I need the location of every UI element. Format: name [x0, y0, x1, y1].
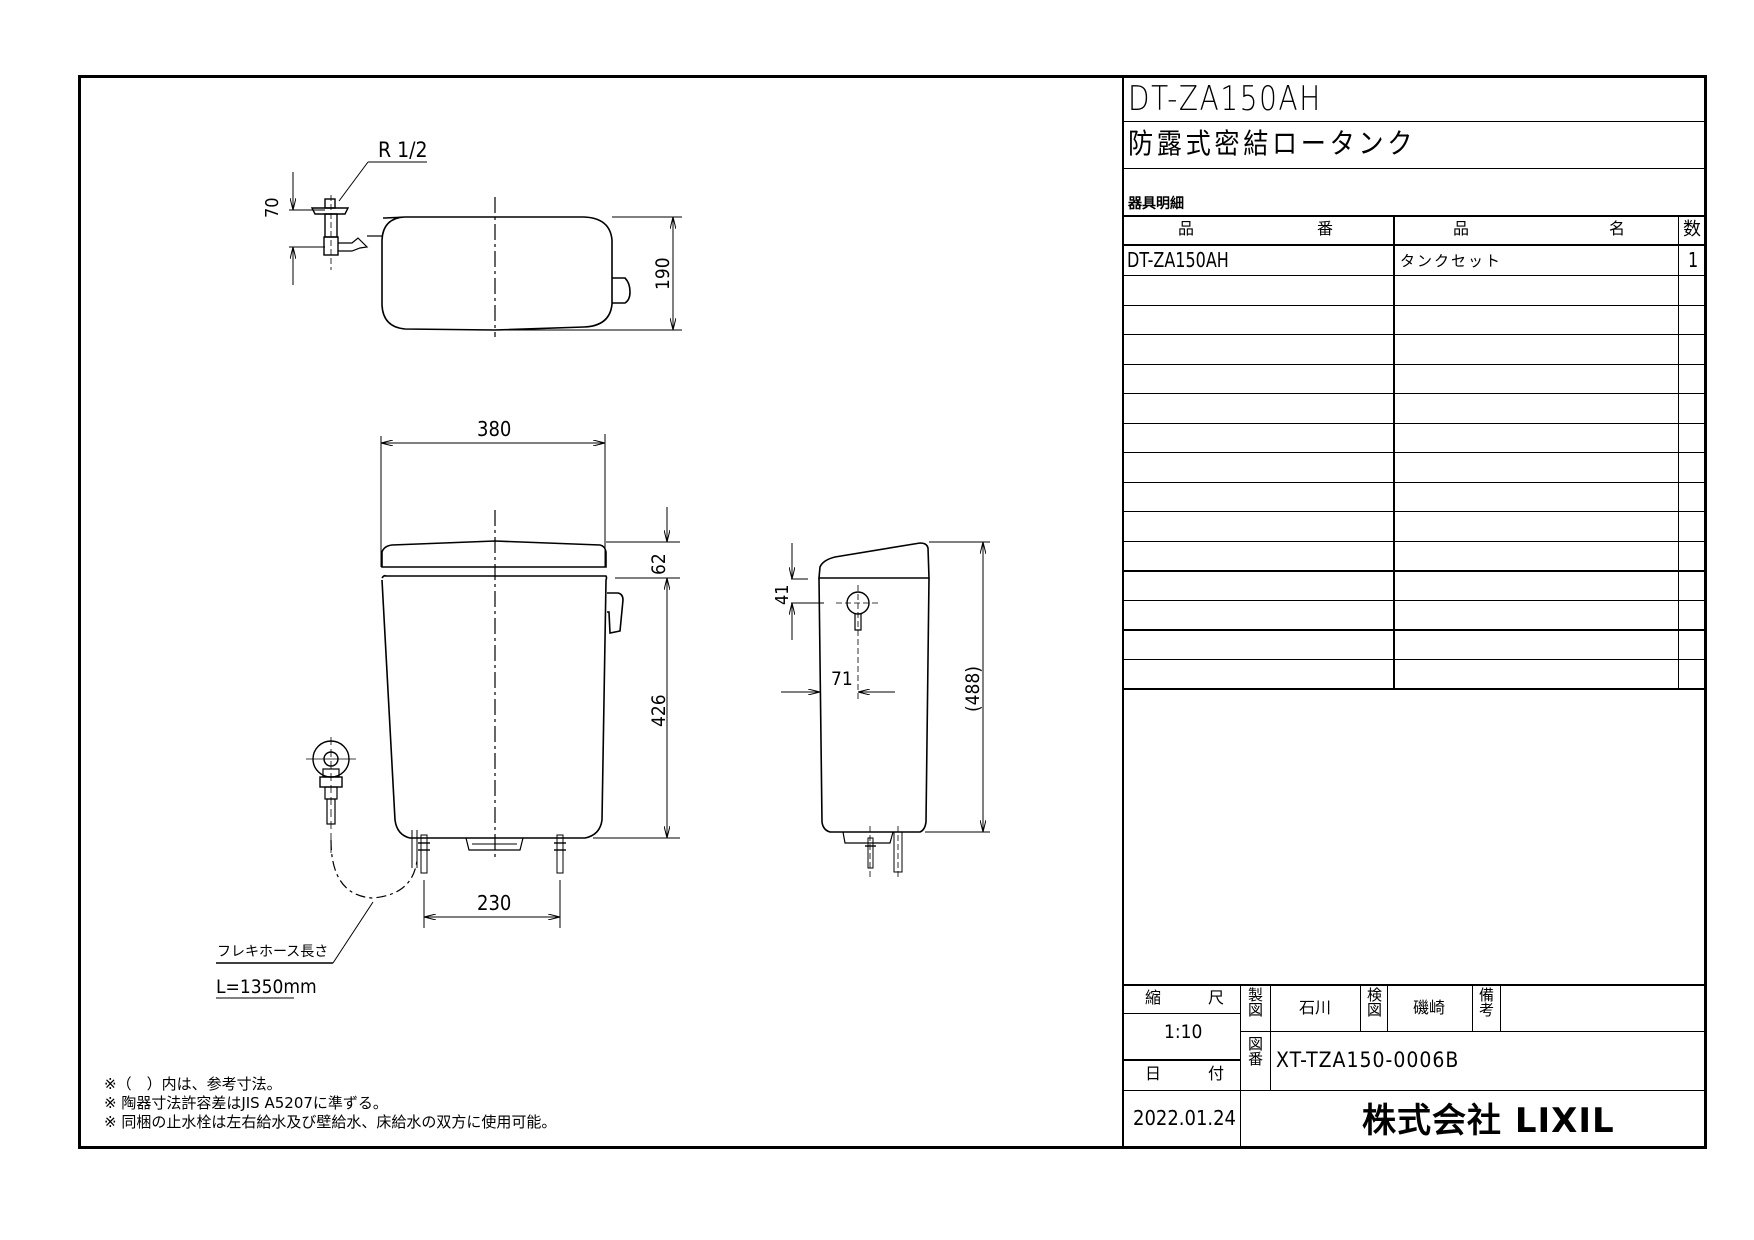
thread-size-label: R 1/2	[378, 138, 428, 162]
scale-label-2: 尺	[1208, 988, 1225, 1007]
row-qty: 1	[1688, 248, 1699, 272]
dim-lever-vertical: 41	[772, 584, 793, 605]
row-part-name: タンクセット	[1400, 252, 1503, 270]
drawing-frame	[78, 75, 1707, 1149]
drafted-label: 製図	[1246, 987, 1264, 1017]
dim-tank-depth: 190	[652, 257, 674, 290]
front-view	[216, 434, 680, 999]
top-view	[289, 161, 682, 337]
drafted-by: 石川	[1299, 998, 1332, 1017]
header-part-name-1: 品	[1453, 219, 1470, 238]
date-label-1: 日	[1145, 1064, 1162, 1083]
dim-lever-horizontal: 71	[831, 668, 853, 690]
note-tolerance: ※ 陶器寸法許容差はJIS A5207に準ずる。	[104, 1094, 388, 1112]
note-stop-valve: ※ 同梱の止水栓は左右給水及び壁給水、床給水の双方に使用可能。	[104, 1113, 557, 1131]
dim-bolt-spacing: 230	[477, 891, 512, 915]
date-value: 2022.01.24	[1133, 1106, 1236, 1130]
row-part-no: DT-ZA150AH	[1127, 248, 1229, 272]
header-part-no-2: 番	[1317, 219, 1334, 238]
scale-value: 1:10	[1164, 1021, 1203, 1043]
hose-length-label: フレキホース長さ	[217, 944, 329, 960]
scale-label-1: 縮	[1145, 988, 1162, 1007]
header-part-name-2: 名	[1609, 219, 1626, 238]
hose-length-value: L=1350mm	[216, 976, 317, 998]
dim-tank-width: 380	[477, 417, 512, 441]
product-name: 防露式密結ロータンク	[1128, 127, 1417, 160]
dim-body-height: 426	[648, 694, 670, 727]
header-part-no-1: 品	[1178, 219, 1195, 238]
remarks-label: 備考	[1477, 987, 1495, 1017]
parts-list-label: 器具明細	[1128, 196, 1184, 212]
date-label-2: 付	[1208, 1064, 1225, 1083]
drawing-number-label: 図番	[1246, 1036, 1264, 1066]
drawing-number: XT-TZA150-0006B	[1276, 1048, 1460, 1072]
dim-total-height: (488)	[962, 666, 984, 712]
checked-label: 検図	[1365, 987, 1383, 1017]
note-reference-dimensions: ※（ ）内は、参考寸法。	[104, 1075, 282, 1093]
dim-valve-height: 70	[262, 197, 283, 218]
model-number: DT-ZA150AH	[1128, 79, 1322, 119]
side-view	[781, 541, 990, 880]
checked-by: 磯崎	[1413, 998, 1446, 1017]
header-qty: 数	[1683, 219, 1701, 240]
company-logo: 株式会社 LIXIL	[1362, 1101, 1615, 1141]
dim-lid-height: 62	[648, 553, 670, 575]
